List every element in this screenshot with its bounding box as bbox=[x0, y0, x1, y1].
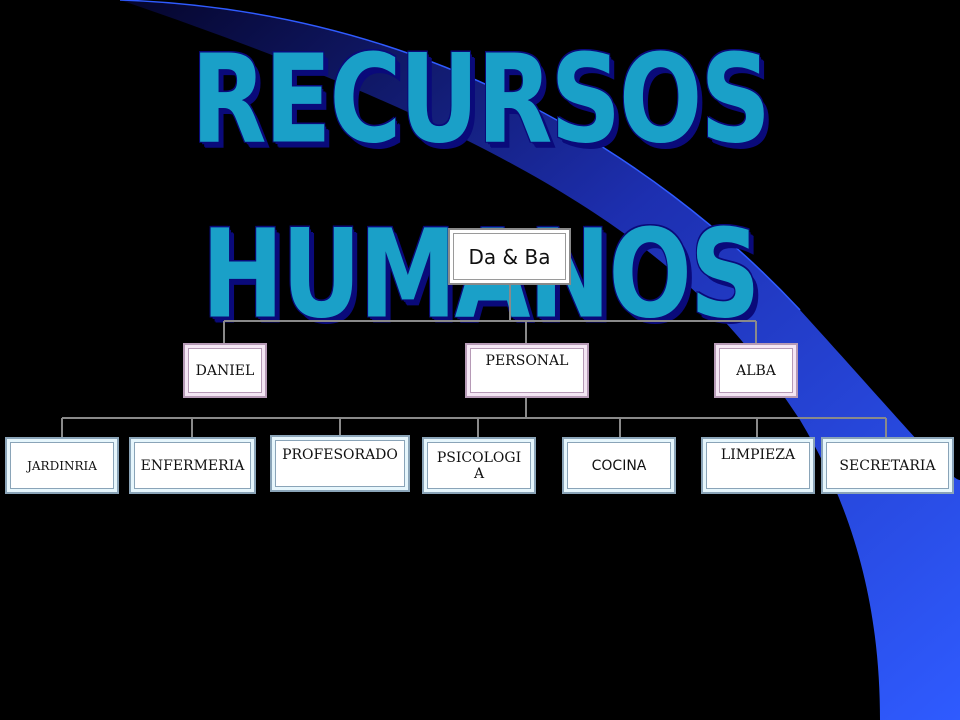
org-node-limpieza: LIMPIEZA bbox=[701, 437, 815, 494]
org-node-psicologia: PSICOLOGI A bbox=[422, 437, 536, 494]
org-node-root: Da & Ba bbox=[448, 228, 571, 285]
org-node-personal: PERSONAL bbox=[465, 343, 589, 398]
org-node-secretaria: SECRETARIA bbox=[821, 437, 954, 494]
org-node-cocina: COCINA bbox=[562, 437, 676, 494]
org-node-jardinria: JARDINRIA bbox=[5, 437, 119, 494]
org-node-enfermeria: ENFERMERIA bbox=[129, 437, 256, 494]
org-node-daniel: DANIEL bbox=[183, 343, 267, 398]
org-node-profesorado: PROFESORADO bbox=[270, 435, 410, 492]
org-node-alba: ALBA bbox=[714, 343, 798, 398]
